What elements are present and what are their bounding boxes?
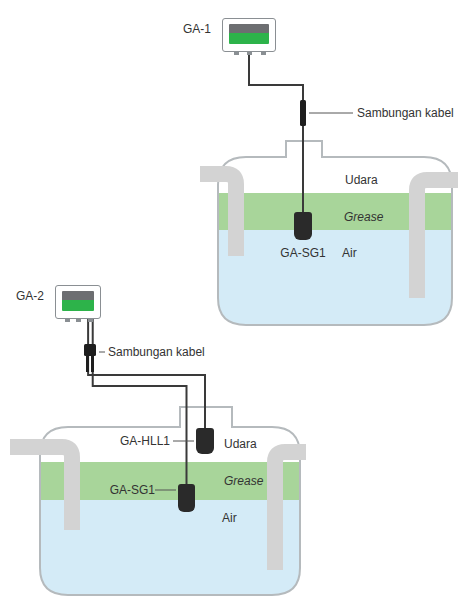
terminal: [234, 51, 239, 55]
annotation-label: Udara: [345, 173, 378, 187]
terminal: [65, 318, 70, 322]
terminal: [76, 318, 81, 322]
device-label: GA-1: [183, 22, 211, 36]
annotation-label: Air: [342, 246, 357, 260]
annotation-label: Grease: [344, 210, 383, 224]
annotation-label: Grease: [224, 474, 263, 488]
sensor-probe: GA-SG1: [178, 484, 195, 512]
annotation-label: Udara: [224, 437, 257, 451]
terminal: [247, 51, 252, 55]
sensor-probe: GA-HLL1: [196, 428, 214, 454]
terminal: [88, 318, 93, 322]
display-screen: [229, 24, 269, 44]
sensor-cable: [93, 319, 187, 484]
terminal: [261, 51, 266, 55]
annotation-label: Air: [222, 511, 237, 525]
display-screen: [62, 291, 94, 311]
device-label: GA-HLL1: [120, 434, 170, 448]
sensor-cable: [249, 52, 303, 212]
device-label: GA-2: [16, 289, 44, 303]
annotation-label: Sambungan kabel: [357, 106, 454, 120]
controller-unit: GA-2: [55, 285, 101, 319]
device-label: GA-SG1: [110, 483, 155, 497]
sensor-probe: GA-SG1: [294, 212, 312, 240]
controller-unit: GA-1: [222, 18, 276, 52]
annotation-label: Sambungan kabel: [108, 345, 205, 359]
device-label: GA-SG1: [280, 246, 325, 260]
